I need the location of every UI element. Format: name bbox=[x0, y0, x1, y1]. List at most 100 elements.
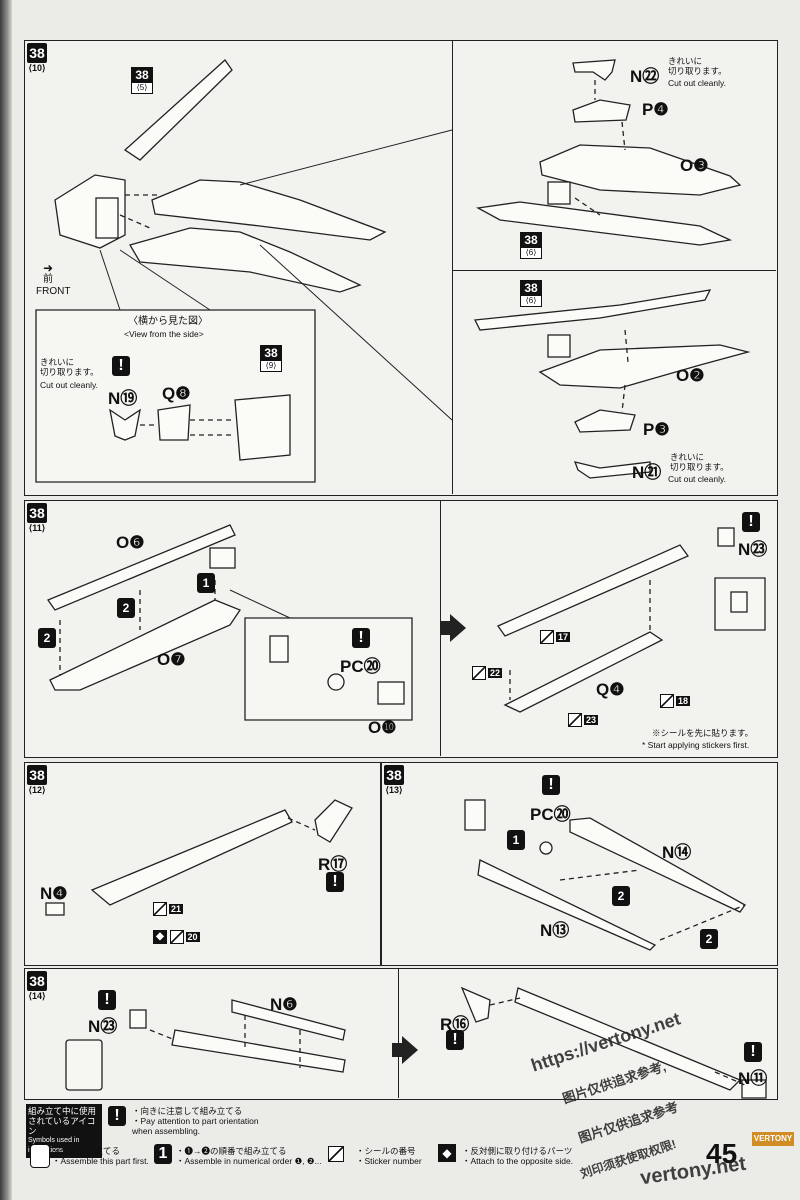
step-substep: ⟨10⟩ bbox=[28, 63, 46, 73]
sticker-20: ◆ 20 bbox=[153, 930, 200, 944]
legend-numeric-en: ・Assemble in numerical order ❶, ❷... bbox=[176, 1156, 322, 1166]
ref-step-badge: 38 ⟨6⟩ bbox=[520, 232, 542, 259]
front-label-en: FRONT bbox=[36, 286, 71, 297]
sticker-icon bbox=[660, 694, 674, 708]
cut-cleanly-jp: きれいに 切り取ります。 bbox=[670, 452, 729, 472]
order-mark-2: 2 bbox=[612, 886, 630, 906]
orientation-attention-icon: ! bbox=[108, 1106, 126, 1126]
step-number: 38 bbox=[27, 765, 47, 785]
ref-substep: ⟨6⟩ bbox=[525, 296, 537, 305]
attention-icon: ! bbox=[112, 356, 130, 376]
part-o10: O❿ bbox=[368, 718, 397, 737]
attention-icon: ! bbox=[446, 1030, 464, 1050]
cut-cleanly-jp: きれいに 切り取ります。 bbox=[668, 56, 727, 76]
opposite-side-icon: ◆ bbox=[153, 930, 167, 944]
step-badge: 38 ⟨12⟩ bbox=[27, 765, 47, 796]
ref-number: 38 bbox=[521, 233, 541, 248]
part-q8: Q❽ bbox=[162, 384, 191, 403]
sticker-number: 20 bbox=[185, 932, 200, 942]
step-number: 38 bbox=[27, 503, 47, 523]
part-n6: N❻ bbox=[270, 995, 298, 1014]
sticker-note-jp: ※シールを先に貼ります。 bbox=[652, 728, 754, 738]
sticker-number: 18 bbox=[676, 696, 691, 706]
front-label: ➜ 前 FRONT bbox=[36, 261, 71, 298]
part-n4: N❹ bbox=[40, 884, 68, 903]
order-mark-2: 2 bbox=[38, 628, 56, 648]
legend-first-en: ・Assemble this part first. bbox=[52, 1156, 149, 1166]
step-badge: 38 ⟨14⟩ bbox=[27, 971, 47, 1002]
part-p3: P❸ bbox=[643, 420, 670, 439]
divider bbox=[452, 270, 776, 271]
part-r16: R⑯ bbox=[440, 1015, 470, 1034]
sticker-23: 23 bbox=[568, 713, 599, 727]
part-pc20: PC⑳ bbox=[340, 657, 381, 676]
sticker-icon bbox=[472, 666, 486, 680]
part-n11: N⑪ bbox=[738, 1069, 768, 1088]
sticker-number: 22 bbox=[488, 668, 503, 678]
legend-orientation-en: ・Pay attention to part orientation when … bbox=[132, 1116, 259, 1136]
part-pc20: PC⑳ bbox=[530, 805, 571, 824]
page-number: 45 bbox=[706, 1138, 738, 1169]
order-mark-2: 2 bbox=[117, 598, 135, 618]
step-badge: 38 ⟨11⟩ bbox=[27, 503, 47, 534]
legend-opposite: ・反対側に取り付けるパーツ ・Attach to the opposite si… bbox=[462, 1146, 573, 1166]
legend-sticker: ・シールの番号 ・Sticker number bbox=[356, 1146, 422, 1166]
legend-sticker-jp: ・シールの番号 bbox=[356, 1146, 416, 1156]
part-n23: N㉓ bbox=[738, 540, 768, 559]
ref-step-badge: 38 ⟨6⟩ bbox=[520, 280, 542, 307]
sticker-18: 18 bbox=[660, 694, 691, 708]
part-o2: O❷ bbox=[676, 366, 705, 385]
legend-sticker-en: ・Sticker number bbox=[356, 1156, 422, 1166]
brand-logo: VERTONY bbox=[752, 1132, 794, 1146]
step-badge: 38 ⟨10⟩ bbox=[27, 43, 47, 74]
legend-opposite-jp: ・反対側に取り付けるパーツ bbox=[462, 1146, 573, 1156]
ref-step-badge: 38 ⟨9⟩ bbox=[260, 345, 282, 372]
step-number: 38 bbox=[27, 971, 47, 991]
part-n19: N⑲ bbox=[108, 389, 138, 408]
legend-orientation-jp: ・向きに注意して組み立てる bbox=[132, 1106, 243, 1116]
ref-number: 38 bbox=[261, 346, 281, 361]
cut-cleanly-en: Cut out cleanly. bbox=[668, 78, 726, 88]
cut-cleanly-jp: きれいに 切り取ります。 bbox=[40, 357, 99, 377]
part-n22: N㉒ bbox=[630, 67, 660, 86]
panel-step-38-14 bbox=[24, 968, 778, 1100]
part-o7: O❼ bbox=[157, 650, 186, 669]
ref-number: 38 bbox=[521, 281, 541, 296]
next-step-arrow-icon bbox=[440, 614, 466, 642]
assemble-first-icon bbox=[30, 1144, 50, 1168]
attention-icon: ! bbox=[744, 1042, 762, 1062]
attention-icon: ! bbox=[326, 872, 344, 892]
side-view-title-jp: 〈横から見た図〉 bbox=[128, 316, 208, 327]
order-mark-2: 2 bbox=[700, 929, 718, 949]
part-n21: N㉑ bbox=[632, 463, 662, 482]
sticker-number: 23 bbox=[584, 715, 599, 725]
part-n14: N⑭ bbox=[662, 843, 692, 862]
part-n13: N⑬ bbox=[540, 921, 570, 940]
attention-icon: ! bbox=[352, 628, 370, 648]
legend-numeric-jp: ・❶→❷の順番で組み立てる bbox=[176, 1146, 287, 1156]
step-substep: ⟨13⟩ bbox=[385, 785, 403, 795]
binding-edge bbox=[0, 0, 12, 1200]
ref-number: 38 bbox=[132, 68, 152, 83]
step-substep: ⟨14⟩ bbox=[28, 991, 46, 1001]
step-substep: ⟨11⟩ bbox=[28, 523, 46, 533]
order-mark-1: 1 bbox=[197, 573, 215, 593]
legend-first: ・先に組み立てる ・Assemble this part first. bbox=[52, 1146, 149, 1166]
sticker-number: 17 bbox=[556, 632, 571, 642]
icon-legend: 組み立て中に使用 されているアイコン Symbols used in instr… bbox=[26, 1104, 706, 1176]
part-o6: O❻ bbox=[116, 533, 145, 552]
attention-icon: ! bbox=[742, 512, 760, 532]
step-substep: ⟨12⟩ bbox=[28, 785, 46, 795]
sticker-number-icon bbox=[328, 1146, 344, 1162]
next-step-arrow-icon bbox=[392, 1036, 418, 1064]
front-label-jp: 前 bbox=[43, 274, 53, 285]
side-view-title-en: <View from the side> bbox=[124, 329, 204, 339]
front-arrow-icon: ➜ bbox=[42, 261, 54, 275]
sticker-icon bbox=[568, 713, 582, 727]
attention-icon: ! bbox=[542, 775, 560, 795]
sticker-icon bbox=[540, 630, 554, 644]
part-q4: Q❹ bbox=[596, 680, 625, 699]
legend-opposite-en: ・Attach to the opposite side. bbox=[462, 1156, 574, 1166]
